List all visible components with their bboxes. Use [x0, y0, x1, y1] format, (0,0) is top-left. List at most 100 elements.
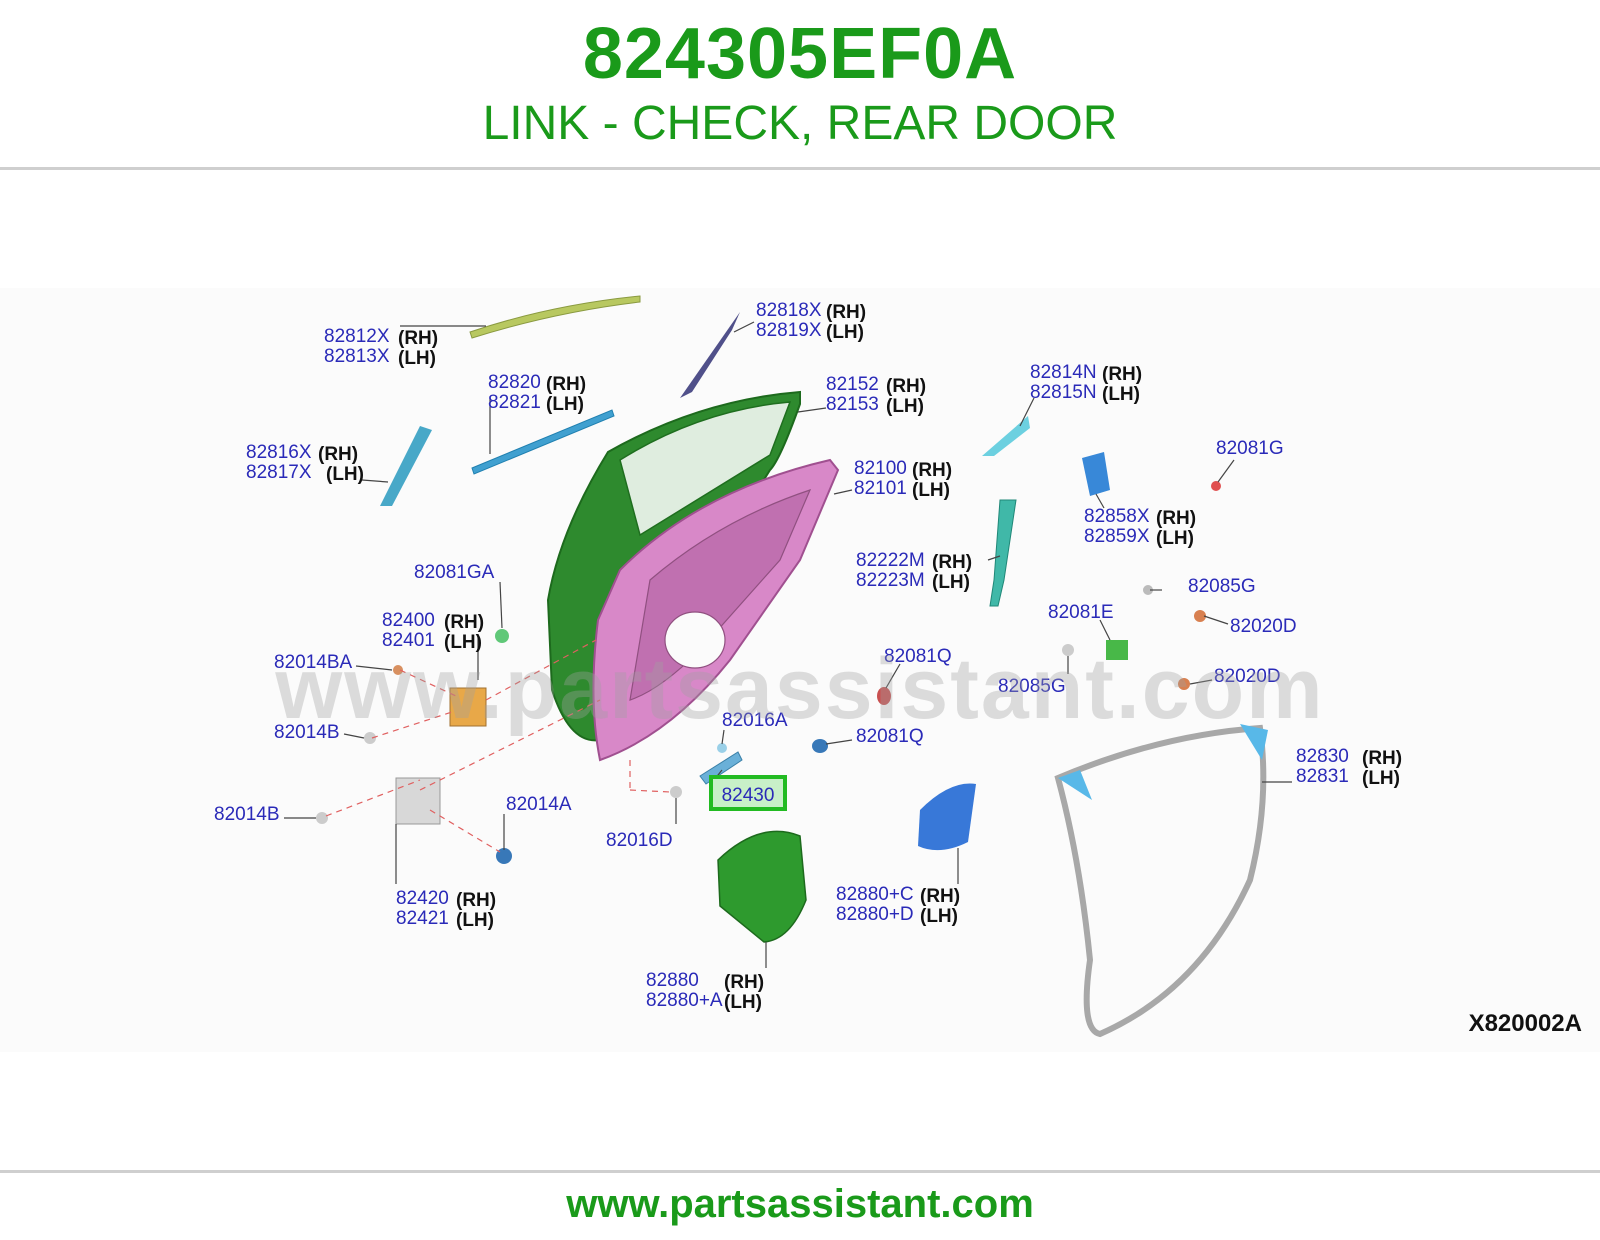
door-weatherstrip-part [1054, 724, 1267, 1038]
callout-part-number: 82014B [214, 804, 280, 825]
callout-82223M[interactable]: 82223M(LH) [856, 570, 970, 593]
callout-82101[interactable]: 82101(LH) [854, 478, 950, 501]
callout-part-number: 82081Q [884, 646, 952, 667]
callout-82859X[interactable]: 82859X(LH) [1084, 526, 1194, 549]
callout-side: (RH) [1362, 748, 1402, 769]
callout-82812X[interactable]: 82812X(RH) [324, 326, 438, 349]
callout-part-number: 82085G [998, 676, 1066, 697]
callout-82222M[interactable]: 82222M (RH) [856, 550, 972, 573]
callout-part-number: 82081GA [414, 562, 495, 583]
callout-part-number: 82821 [488, 392, 541, 413]
callout-82880+C[interactable]: 82880+C (RH) [836, 884, 960, 907]
callout-part-number: 82081Q [856, 726, 924, 747]
callout-82400[interactable]: 82400 (RH) [382, 610, 484, 633]
callout-82014B[interactable]: 82014B [214, 804, 280, 825]
callout-part-number: 82880+A [646, 990, 723, 1011]
callout-part-number: 82020D [1214, 666, 1281, 687]
callout-side: (LH) [546, 394, 584, 415]
callout-82821[interactable]: 82821(LH) [488, 392, 584, 415]
callout-part-number: 82100 [854, 458, 907, 479]
callout-82014BA[interactable]: 82014BA [274, 652, 353, 673]
callout-82880+D[interactable]: 82880+D (LH) [836, 904, 958, 927]
callout-side: (RH) [826, 302, 866, 323]
callout-82153[interactable]: 82153(LH) [826, 394, 924, 417]
callout-part-number: 82818X [756, 300, 822, 321]
inner-handle-bracket-part [1082, 452, 1110, 496]
callout-82014B[interactable]: 82014B [274, 722, 340, 743]
callout-side: (RH) [318, 444, 358, 465]
callout-side: (LH) [886, 396, 924, 417]
callout-82020D[interactable]: 82020D [1214, 666, 1281, 687]
callout-part-number: 82400 [382, 610, 435, 631]
callout-82820[interactable]: 82820(RH) [488, 372, 586, 395]
callout-labels: 82812X(RH)82813X(LH)82818X(RH)82819X(LH)… [214, 300, 1402, 1013]
callout-82085G[interactable]: 82085G [998, 676, 1066, 697]
callout-part-number: 82016D [606, 830, 673, 851]
callout-side: (RH) [398, 328, 438, 349]
page-header: 824305EF0A LINK - CHECK, REAR DOOR [0, 0, 1600, 170]
callout-part-number: 82880+C [836, 884, 914, 905]
inner-cover-part [717, 830, 807, 943]
callout-part-number: 82814N [1030, 362, 1097, 383]
inner-trim-part [918, 783, 976, 851]
footer-website-url[interactable]: www.partsassistant.com [566, 1182, 1034, 1226]
callout-82081Q[interactable]: 82081Q [856, 726, 924, 747]
callout-part-number: 82880 [646, 970, 699, 991]
callout-82858X[interactable]: 82858X(RH) [1084, 506, 1196, 529]
leader-lines [284, 321, 1292, 968]
callout-part-number: 82222M [856, 550, 925, 571]
callout-side: (LH) [398, 348, 436, 369]
callout-side: (LH) [326, 464, 364, 485]
part-number-title: 824305EF0A [582, 14, 1018, 94]
callout-82016D[interactable]: 82016D [606, 830, 673, 851]
callout-82831[interactable]: 82831 (LH) [1296, 766, 1400, 789]
callout-side: (LH) [1156, 528, 1194, 549]
callout-82081G[interactable]: 82081G [1216, 438, 1284, 459]
callout-side: (LH) [932, 572, 970, 593]
callout-part-number: 82813X [324, 346, 390, 367]
callout-82816X[interactable]: 82816X(RH) [246, 442, 358, 465]
callout-side: (LH) [444, 632, 482, 653]
callout-side: (LH) [1102, 384, 1140, 405]
callout-82081Q[interactable]: 82081Q [884, 646, 952, 667]
callout-part-number: 82101 [854, 478, 907, 499]
callout-82815N[interactable]: 82815N(LH) [1030, 382, 1140, 405]
callout-side: (LH) [456, 910, 494, 931]
callout-82813X[interactable]: 82813X (LH) [324, 346, 436, 369]
callout-side: (LH) [724, 992, 762, 1013]
callout-82081E[interactable]: 82081E [1048, 602, 1114, 623]
callout-82085G[interactable]: 82085G [1188, 576, 1256, 597]
callout-82830[interactable]: 82830(RH) [1296, 746, 1402, 769]
callout-82817X[interactable]: 82817X(LH) [246, 462, 364, 485]
callout-82014A[interactable]: 82014A [506, 794, 572, 815]
callout-82880+A[interactable]: 82880+A(LH) [646, 990, 762, 1013]
callout-82401[interactable]: 82401(LH) [382, 630, 482, 653]
delta-trim-part [680, 312, 740, 398]
callout-82020D[interactable]: 82020D [1230, 616, 1297, 637]
callout-part-number: 82014BA [274, 652, 353, 673]
callout-82880[interactable]: 82880 (RH) [646, 970, 764, 993]
callout-part-number: 82880+D [836, 904, 914, 925]
callout-82081GA[interactable]: 82081GA [414, 562, 495, 583]
callout-82420[interactable]: 82420(RH) [396, 888, 496, 911]
callout-82818X[interactable]: 82818X(RH) [756, 300, 866, 323]
window-run-part [989, 499, 1017, 607]
hinge-upper-part [449, 687, 487, 727]
callout-82421[interactable]: 82421(LH) [396, 908, 494, 931]
callout-82819X[interactable]: 82819X(LH) [756, 320, 864, 343]
callout-side: (RH) [932, 552, 972, 573]
callout-side: (RH) [444, 612, 484, 633]
callout-side: (LH) [920, 906, 958, 927]
hinge-lower-part [395, 777, 441, 825]
callout-part-number: 82016A [722, 710, 788, 731]
callout-82016A[interactable]: 82016A [722, 710, 788, 731]
callout-82152[interactable]: 82152(RH) [826, 374, 926, 397]
callout-part-number: 82831 [1296, 766, 1349, 787]
callout-side: (RH) [920, 886, 960, 907]
callout-side: (RH) [724, 972, 764, 993]
callout-82814N[interactable]: 82814N(RH) [1030, 362, 1142, 385]
callout-side: (LH) [1362, 768, 1400, 789]
callout-82100[interactable]: 82100(RH) [854, 458, 952, 481]
rear-door-delta-part [982, 416, 1030, 456]
